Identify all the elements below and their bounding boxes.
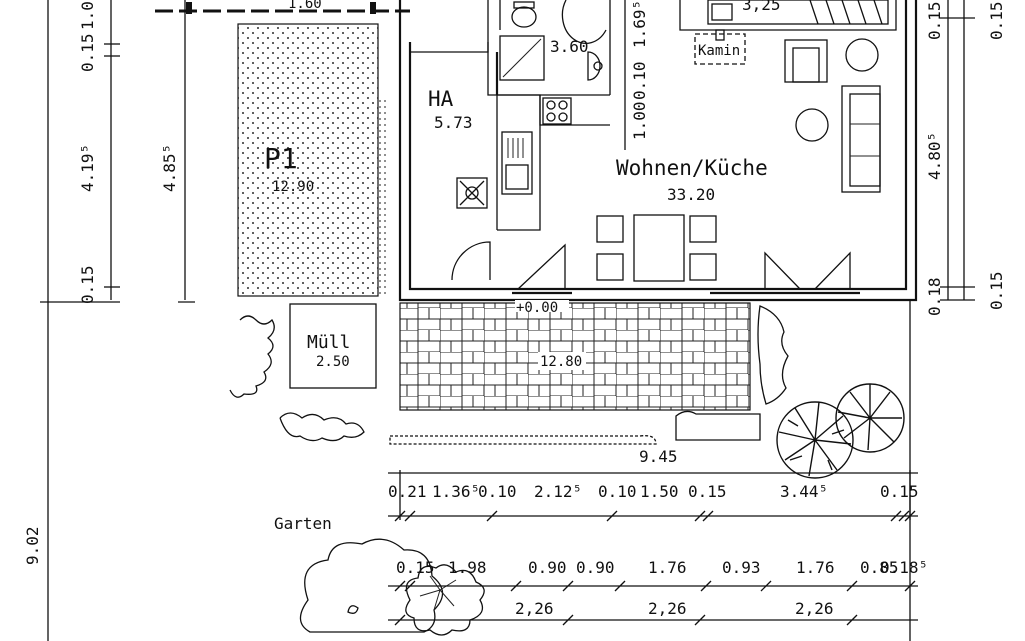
bin-storage: Müll 2.50: [289, 303, 377, 389]
parking-area: P1 12.90: [237, 23, 379, 297]
dim-right-4: 0.15: [987, 1, 1006, 40]
parking-area-value: 12.90: [272, 179, 314, 195]
storage-door: [451, 241, 491, 281]
top-room-area: 3,25: [742, 0, 781, 14]
stairs: [707, 0, 889, 25]
dim-left-4: 0.15: [78, 265, 97, 304]
dim-left-6: 1.60: [288, 0, 322, 12]
dim-left-2: 1.03: [78, 0, 97, 30]
dim-right-5: 0.15: [987, 271, 1006, 310]
dim-chain-top-7: 3.44⁵: [780, 482, 828, 501]
dimension-chains: 9.45: [388, 447, 918, 621]
dim-tick: [562, 580, 574, 592]
dim-tick: [614, 580, 626, 592]
dim-chain-top-5: 1.50: [640, 482, 679, 501]
building-walls: [398, 0, 918, 302]
dim-tick: [394, 614, 406, 626]
dim-center-2: 0.10: [630, 61, 649, 100]
dim-chain-mid-5: 0.93: [722, 558, 761, 577]
living-label: Wohnen/Küche: [616, 156, 768, 180]
dim-right-1: 0.15: [925, 1, 944, 40]
dim-chain-top-0: 0.21: [388, 482, 427, 501]
dim-chain-mid-4: 1.76: [648, 558, 687, 577]
kitchen: [456, 94, 610, 231]
terrace: +0.00 12.80: [399, 300, 751, 411]
left-dimensions: 0.15 1.03 4.19⁵ 0.15 4.85⁵ 1.60: [78, 0, 322, 304]
hedges: [229, 100, 789, 445]
dim-total-width: 9.45: [639, 447, 678, 466]
dim-tick: [904, 580, 916, 592]
dim-site-depth: 9.02: [23, 526, 42, 565]
dim-tick: [846, 614, 858, 626]
dim-chain-top-3: 2.12⁵: [534, 482, 582, 501]
dim-left-3: 4.19⁵: [78, 144, 97, 192]
dim-tick: [510, 580, 522, 592]
fireplace: Kamin: [694, 29, 746, 65]
dim-left-1: 0.15: [78, 33, 97, 72]
bath-area: 3.60: [550, 37, 589, 56]
dim-left-5: 4.85⁵: [160, 144, 179, 192]
living-furniture: [596, 38, 881, 282]
bins-label: Müll: [307, 332, 350, 353]
dim-center-1: 1.69⁵: [630, 0, 649, 48]
dimension-chain-middle: 0.15 1.98 0.90 0.90 1.76 0.93 1.76 0.850.18⁵: [394, 558, 928, 592]
dim-tick: [760, 580, 772, 592]
center-dimensions: 1.69⁵ 0.10 1.00: [624, 0, 649, 150]
dim-tick: [904, 510, 916, 522]
fireplace-label: Kamin: [698, 43, 740, 59]
dim-tick: [394, 580, 406, 592]
dim-tick: [404, 510, 416, 522]
parking-label: P1: [264, 142, 298, 175]
top-strip: [155, 2, 410, 14]
dim-tick: [562, 614, 574, 626]
storage-label: HA: [428, 87, 454, 111]
dim-chain-mid-0: 0.15: [396, 558, 435, 577]
dim-tick: [694, 614, 706, 626]
dim-chain-top-2: 0.10: [478, 482, 517, 501]
dim-chain-mid-8: 0.18⁵: [880, 558, 928, 577]
dim-chain-top-1: 1.36⁵: [432, 482, 480, 501]
dim-right-3: 0.18: [925, 277, 944, 316]
dim-tick: [606, 510, 618, 522]
dim-chain-mid-2: 0.90: [528, 558, 567, 577]
dim-chain-bottom-1: 2,26: [648, 599, 687, 618]
dim-chain-mid-6: 1.76: [796, 558, 835, 577]
garden-label: Garten: [274, 514, 332, 533]
dim-tick: [404, 580, 416, 592]
dim-chain-mid-7: 0.85: [860, 558, 899, 577]
dim-tick: [694, 510, 706, 522]
dimension-chain-bottom: 2,26 2,26 2,26: [394, 599, 858, 626]
dim-tick: [846, 580, 858, 592]
bins-area: 2.50: [316, 354, 350, 370]
trees: [299, 383, 905, 636]
site-lines: [40, 0, 975, 641]
dim-chain-top-8: 0.15: [880, 482, 919, 501]
dim-center-3: 1.00: [630, 101, 649, 140]
dim-chain-top-6: 0.15: [688, 482, 727, 501]
terrace-level: +0.00: [516, 300, 558, 316]
dim-chain-bottom-0: 2,26: [515, 599, 554, 618]
dim-tick: [486, 510, 498, 522]
dim-chain-mid-3: 0.90: [576, 558, 615, 577]
bathroom-fixtures: [499, 0, 607, 81]
storage-area: 5.73: [434, 113, 473, 132]
dim-tick: [394, 510, 406, 522]
dim-tick: [702, 510, 714, 522]
dim-tick: [898, 510, 910, 522]
terrace-area: 12.80: [540, 354, 582, 370]
dim-chain-top-4: 0.10: [598, 482, 637, 501]
living-area: 33.20: [667, 185, 715, 204]
dim-right-2: 4.80⁵: [925, 132, 944, 180]
terrace-doors: [512, 243, 860, 295]
right-dimensions: 0.15 4.80⁵ 0.18 0.15 0.15: [925, 1, 1006, 316]
dim-tick: [890, 510, 902, 522]
dim-chain-mid-1: 1.98: [448, 558, 487, 577]
dim-tick: [700, 580, 712, 592]
dim-chain-bottom-2: 2,26: [795, 599, 834, 618]
